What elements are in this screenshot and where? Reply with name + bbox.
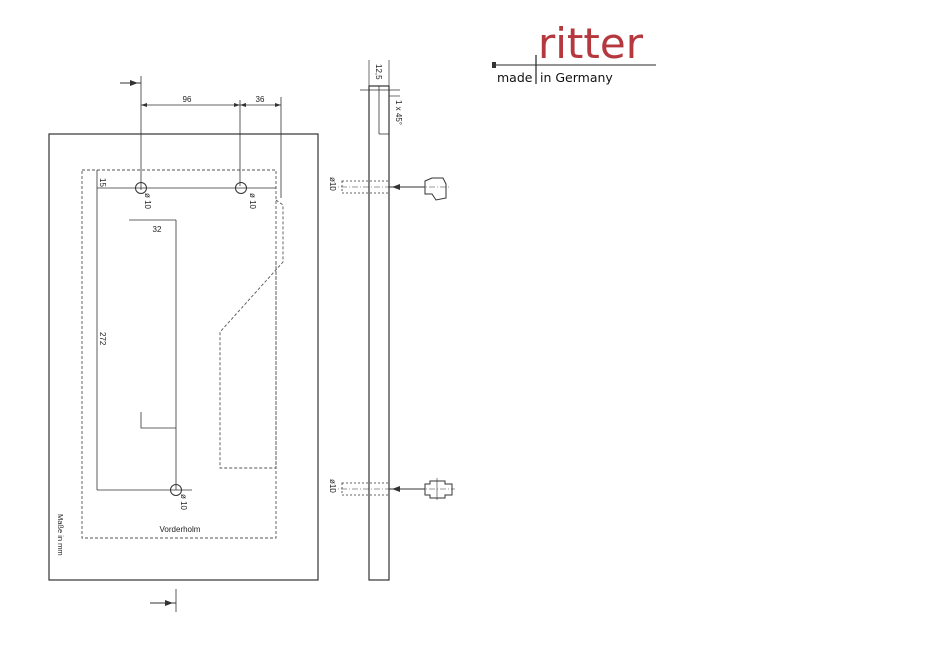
dim-label-272: 272	[98, 332, 107, 346]
cutout-dashed-outline	[220, 200, 283, 468]
logo-brand: ritter	[538, 19, 644, 68]
hole-label-bottom: ø 10	[179, 494, 188, 511]
side-hole-label-lower: ø10	[328, 479, 337, 493]
dim-label-chamfer: 1 x 45°	[394, 100, 403, 125]
units-note: Maße in mm	[56, 514, 65, 556]
insert-arrow-upper-head	[392, 184, 400, 190]
side-hole-label-upper: ø10	[328, 177, 337, 191]
fitting-upper	[425, 178, 446, 200]
logo-tagline-germany: in Germany	[540, 70, 613, 85]
datum-arrow-bottom-head	[165, 600, 173, 606]
dim-label-36: 36	[256, 95, 265, 104]
part-label: Vorderholm	[160, 525, 201, 534]
dim-label-32: 32	[153, 225, 162, 234]
hole-label-top-right: ø 10	[248, 193, 257, 210]
dim-label-thickness: 12,5	[374, 64, 383, 80]
side-profile	[369, 86, 389, 580]
side-view	[330, 60, 455, 580]
logo-mark	[492, 62, 496, 68]
dim-label-96: 96	[183, 95, 192, 104]
hole-label-top-left: ø 10	[143, 193, 152, 210]
dim-label-15: 15	[98, 178, 107, 187]
ritter-logo: ritter made in Germany	[492, 19, 656, 85]
insert-arrow-lower-head	[392, 486, 400, 492]
step-marker	[141, 412, 176, 428]
logo-tagline-made: made	[497, 70, 533, 85]
datum-arrow-top-head	[130, 80, 138, 86]
inner-dashed-outline	[82, 170, 276, 538]
fitting-lower	[425, 481, 452, 498]
